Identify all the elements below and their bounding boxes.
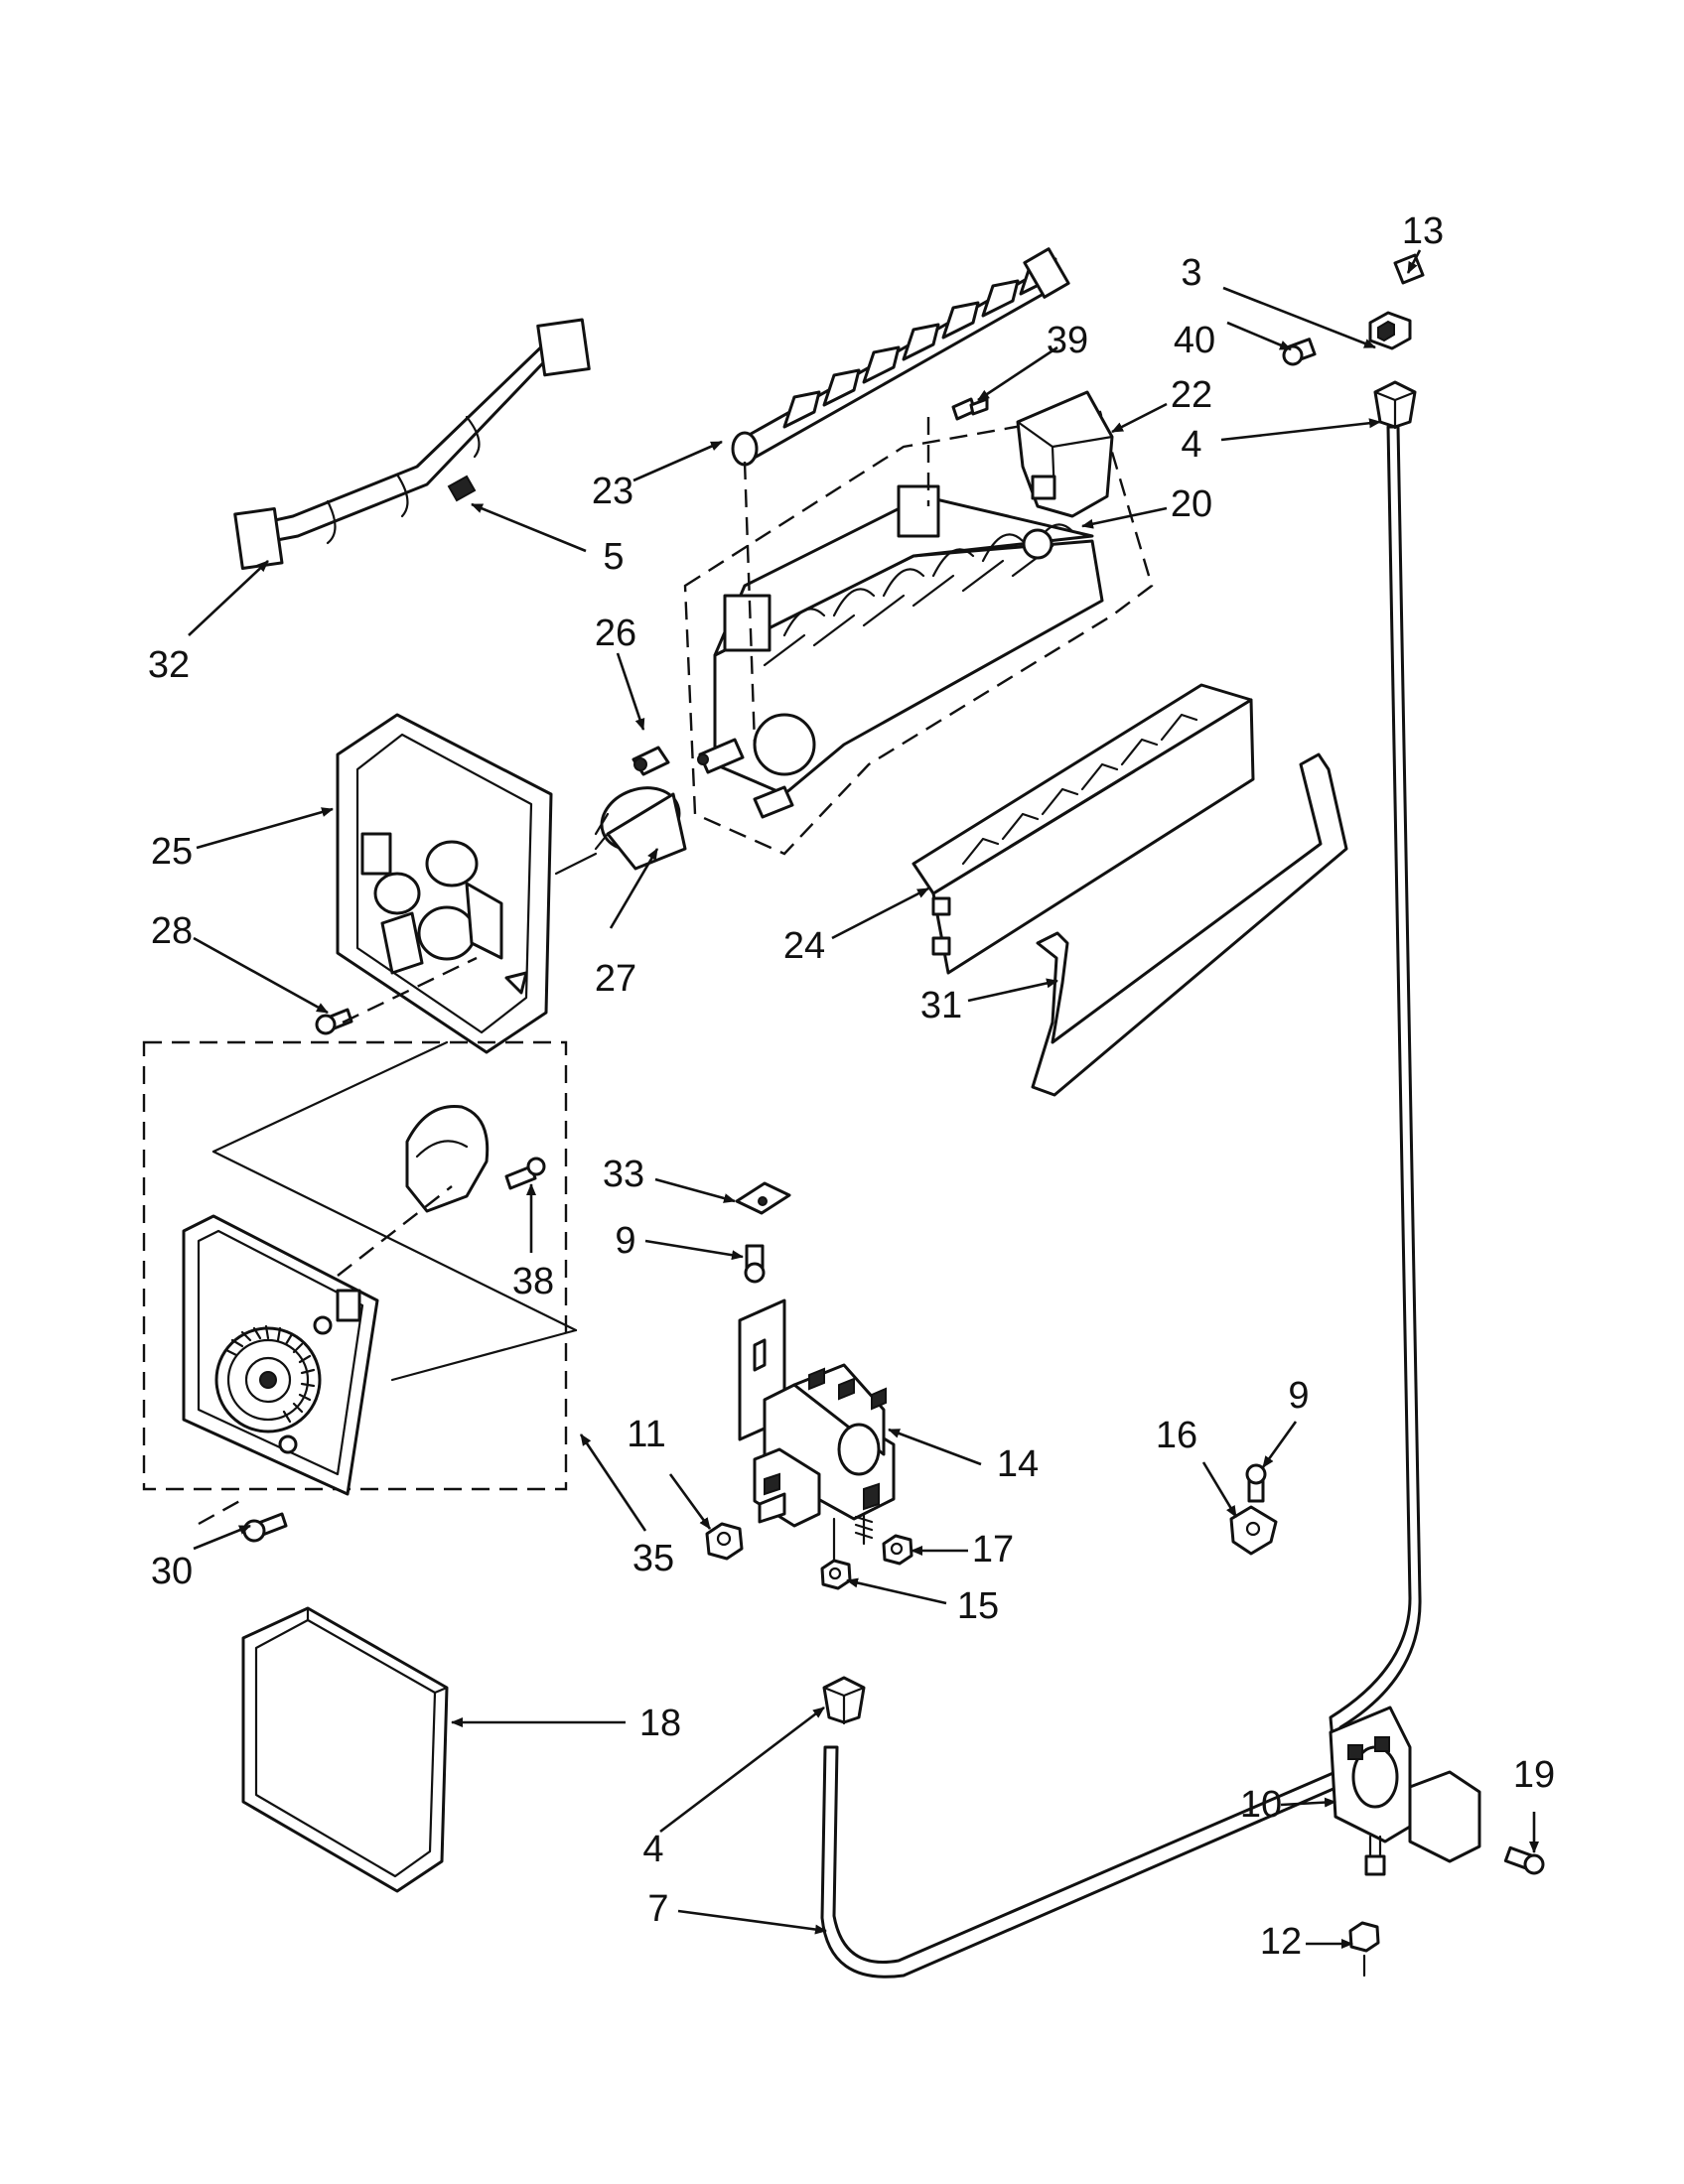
callout-26: 26 <box>595 613 636 654</box>
mold-shafts <box>697 738 794 819</box>
leader-lines <box>188 249 1539 1949</box>
callout-18: 18 <box>639 1703 681 1744</box>
part-22-fill-cup <box>1016 390 1114 518</box>
callout-12: 12 <box>1260 1921 1302 1963</box>
callout-10: 10 <box>1240 1784 1282 1826</box>
callout-19: 19 <box>1513 1754 1555 1796</box>
part-9-screw-lower <box>1245 1463 1267 1503</box>
part-17-nut <box>882 1534 913 1566</box>
part-12-nut <box>1348 1921 1380 1978</box>
callout-32: 32 <box>148 644 190 686</box>
part-24-front-cover <box>912 683 1255 975</box>
callout-17: 17 <box>972 1529 1014 1570</box>
part-38-screw <box>504 1157 546 1190</box>
part-4-fitting-lower <box>822 1676 866 1725</box>
part-33-bracket <box>735 1181 791 1215</box>
part-23-ejector <box>731 247 1070 467</box>
part-4-fitting-upper <box>1373 380 1417 430</box>
callout-23: 23 <box>592 471 633 512</box>
callout-31: 31 <box>920 985 962 1026</box>
part-9-screw-upper <box>744 1244 766 1284</box>
part-27-thermostat <box>594 786 687 871</box>
callout-4-lower: 4 <box>642 1829 663 1870</box>
part-10-valve <box>1329 1706 1481 1876</box>
part-14-water-valve <box>738 1298 896 1580</box>
callout-5: 5 <box>603 536 624 578</box>
callout-38: 38 <box>512 1261 554 1302</box>
part-35-control-assembly <box>142 1040 578 1496</box>
part-15-nut <box>820 1559 852 1590</box>
callout-7: 7 <box>647 1888 668 1930</box>
part-16-clamp <box>1229 1505 1278 1556</box>
callout-3: 3 <box>1181 252 1201 294</box>
part-30-screw <box>242 1512 288 1543</box>
part-32-wire-harness <box>233 318 591 570</box>
part-18-front-cover <box>241 1606 449 1893</box>
part-3-clip <box>1368 311 1412 350</box>
callout-28: 28 <box>151 910 193 952</box>
callout-9-lower: 9 <box>1288 1375 1309 1417</box>
part-39-screw <box>951 397 989 421</box>
callout-35: 35 <box>632 1538 674 1579</box>
part-20-ice-mold <box>683 410 1154 856</box>
callout-numbers: 3 4 4 5 7 9 9 10 11 12 13 14 15 16 17 18… <box>148 210 1555 1963</box>
callout-11: 11 <box>627 1414 665 1455</box>
callout-40: 40 <box>1174 320 1215 361</box>
fill-tube <box>1329 425 1422 1787</box>
callout-27: 27 <box>595 958 636 1000</box>
part-28-screw <box>315 1008 353 1035</box>
callout-13: 13 <box>1402 210 1444 252</box>
callout-16: 16 <box>1156 1415 1197 1456</box>
callout-4-upper: 4 <box>1181 424 1201 466</box>
callout-22: 22 <box>1171 374 1212 416</box>
part-31-shutoff-arm <box>1031 752 1348 1097</box>
callout-33: 33 <box>603 1154 644 1195</box>
callout-30: 30 <box>151 1551 193 1592</box>
callout-39: 39 <box>1047 320 1088 361</box>
part-40-screw <box>1282 338 1317 366</box>
callout-9-upper: 9 <box>615 1220 635 1262</box>
callout-25: 25 <box>151 831 193 873</box>
alignment-lines <box>198 417 930 1526</box>
callout-24: 24 <box>783 925 825 967</box>
part-7-water-tube <box>820 1745 1344 1979</box>
callout-14: 14 <box>997 1443 1039 1485</box>
part-25-module-housing <box>336 713 553 1054</box>
callout-15: 15 <box>957 1585 999 1627</box>
part-26-clip <box>632 746 670 776</box>
part-19-screw <box>1503 1845 1545 1875</box>
callout-20: 20 <box>1171 483 1212 525</box>
part-11-nut <box>705 1522 744 1561</box>
